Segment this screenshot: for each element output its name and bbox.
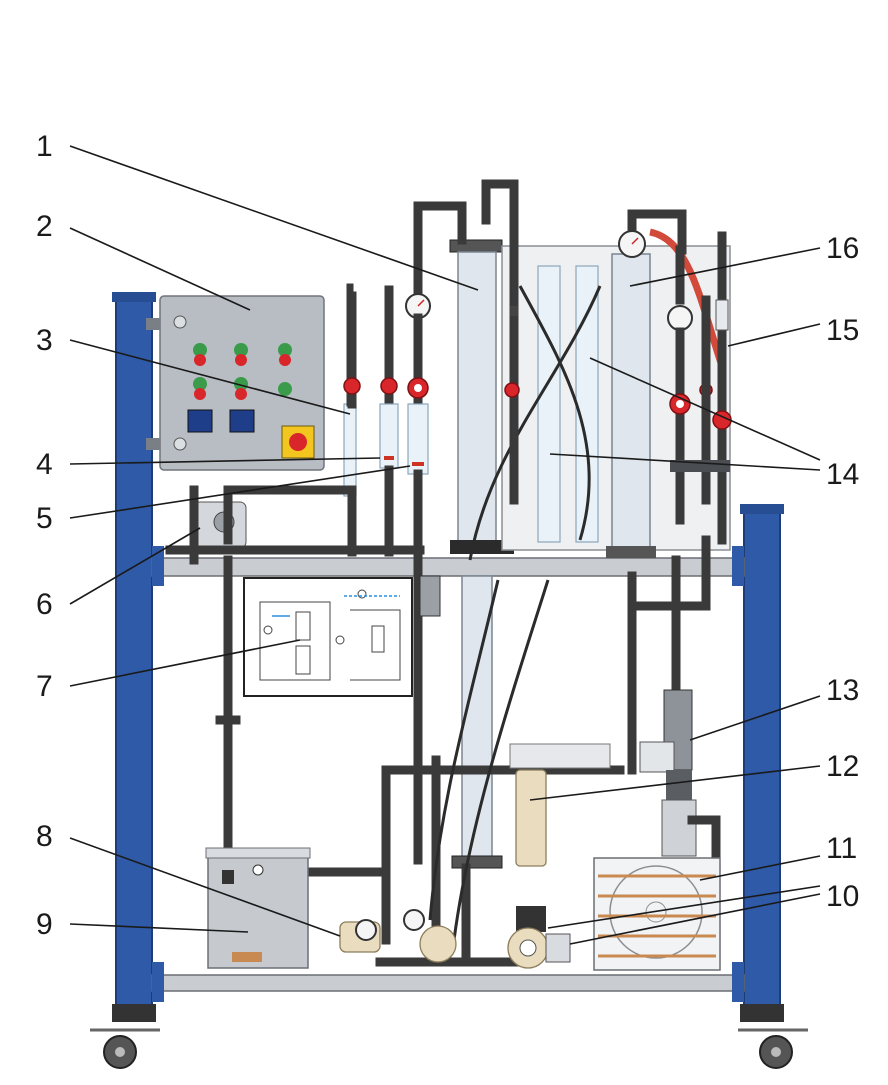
leader-3 <box>69 339 351 415</box>
bracket <box>152 546 164 586</box>
leader-7 <box>69 639 301 687</box>
bracket <box>732 546 744 586</box>
caster-left <box>90 1004 160 1069</box>
cooler <box>593 857 721 971</box>
leader-2 <box>69 227 251 311</box>
callout-label-11: 11 <box>826 832 857 865</box>
leader-1 <box>69 145 479 291</box>
right-post <box>743 507 781 1007</box>
flowmeter-small <box>343 403 357 497</box>
pressure-gauge-icon <box>403 909 425 931</box>
schematic-panel <box>243 577 413 697</box>
leader-9 <box>69 923 249 933</box>
right-post-cap <box>740 504 784 514</box>
right-valve-stack <box>667 231 732 545</box>
callout-label-7: 7 <box>36 670 53 703</box>
callout-label-5: 5 <box>36 502 53 535</box>
control-panel <box>146 295 325 471</box>
leader-10b <box>569 893 821 945</box>
callout-label-3: 3 <box>36 324 53 357</box>
membrane-column-upper <box>457 251 497 543</box>
red-hose <box>649 228 726 368</box>
bracket <box>732 962 744 1002</box>
separator <box>639 689 721 865</box>
pipework <box>165 535 711 967</box>
upper-rail <box>151 557 745 577</box>
right-column-body <box>611 253 651 549</box>
indicator-lamps <box>193 343 292 400</box>
leader-11 <box>699 855 821 881</box>
leader-5 <box>69 465 411 519</box>
circulation-pumps <box>507 906 571 969</box>
left-post-cap <box>112 292 156 302</box>
heat-exchanger <box>509 743 611 867</box>
leader-14b <box>589 357 821 461</box>
leader-13 <box>689 695 821 741</box>
leader-15 <box>727 323 821 347</box>
callout-label-6: 6 <box>36 588 53 621</box>
pressure-gauge-icon <box>667 305 693 331</box>
callout-label-9: 9 <box>36 908 53 941</box>
left-post <box>115 295 153 1007</box>
right-column <box>606 209 726 558</box>
callout-label-12: 12 <box>826 750 859 783</box>
callout-label-8: 8 <box>36 820 53 853</box>
callout-label-16: 16 <box>826 232 859 265</box>
callout-label-2: 2 <box>36 210 53 243</box>
bracket <box>152 962 164 1002</box>
leader-10a <box>547 885 821 929</box>
glass-columns <box>468 179 731 561</box>
pressure-gauge-icon <box>355 919 377 941</box>
leader-lines <box>69 145 821 945</box>
feed-pump <box>339 909 457 963</box>
leader-6 <box>69 527 201 605</box>
leader-8 <box>69 837 341 937</box>
callout-labels: 1 2 3 4 5 6 7 8 9 10 11 12 13 14 15 16 <box>36 130 859 941</box>
caster-right <box>738 1004 808 1069</box>
main-switch-icon <box>289 433 307 451</box>
filter-cartridge <box>419 575 441 617</box>
callout-label-10: 10 <box>826 880 859 913</box>
leader-16 <box>629 247 821 287</box>
frame <box>90 292 808 1069</box>
leader-4 <box>69 457 381 465</box>
leader-12 <box>529 765 821 801</box>
lower-rail <box>151 974 745 992</box>
callout-label-15: 15 <box>826 314 859 347</box>
feed-tank <box>205 847 311 969</box>
callout-label-4: 4 <box>36 448 53 481</box>
callout-label-1: 1 <box>36 130 53 163</box>
callout-label-14: 14 <box>826 458 859 491</box>
callout-label-13: 13 <box>826 674 859 707</box>
leader-14a <box>549 453 821 471</box>
